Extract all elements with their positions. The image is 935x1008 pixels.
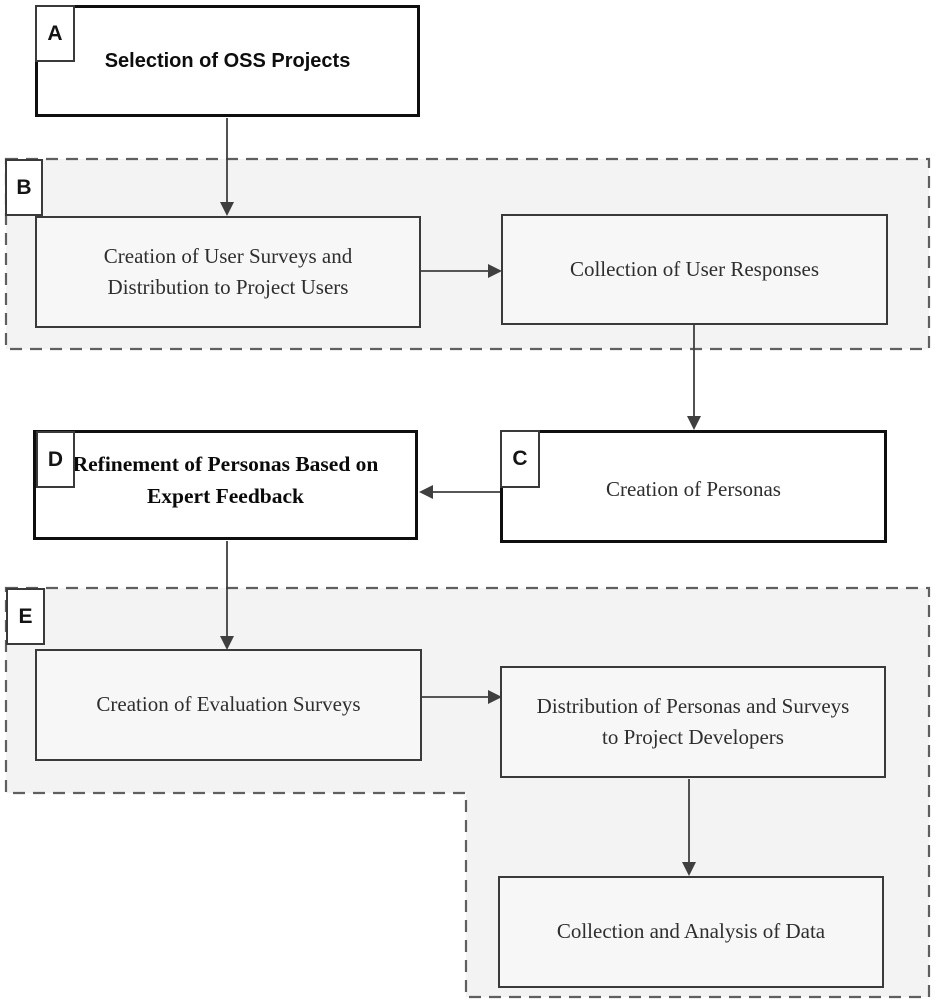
- node-creation-of-evaluation-surveys: Creation of Evaluation Surveys: [35, 649, 422, 761]
- node-text: Collection and Analysis of Data: [556, 919, 826, 944]
- node-collection-and-analysis-of-data: Collection and Analysis of Data: [498, 876, 884, 988]
- node-text: Creation of Evaluation Surveys: [96, 692, 361, 717]
- arrow-d-to-e1: [220, 541, 234, 650]
- node-distribution-of-personas-and-surveys: Distribution of Personas and Surveys to …: [500, 666, 886, 778]
- node-text: Refinement of Personas Based on Expert F…: [72, 451, 379, 508]
- arrow-a-to-b1: [220, 118, 234, 216]
- node-text: Distribution of Personas and Surveys to …: [536, 693, 850, 750]
- stage-letter: C: [512, 447, 528, 470]
- stage-label-c: C: [500, 430, 540, 488]
- node-creation-of-personas: Creation of Personas: [500, 430, 887, 543]
- arrow-b2-to-c: [687, 324, 701, 430]
- stage-letter: D: [47, 447, 64, 471]
- node-refinement-of-personas: Refinement of Personas Based on Expert F…: [33, 430, 418, 540]
- arrow-e2-to-e3: [682, 779, 696, 876]
- node-text: Creation of Personas: [606, 476, 781, 501]
- node-collection-of-user-responses: Collection of User Responses: [501, 214, 888, 325]
- node-selection-of-oss-projects: Selection of OSS Projects: [35, 5, 420, 117]
- stage-label-a: A: [35, 5, 75, 62]
- stage-letter: E: [18, 604, 33, 628]
- node-creation-of-user-surveys: Creation of User Surveys and Distributio…: [35, 216, 421, 328]
- node-text: Creation of User Surveys and Distributio…: [103, 243, 353, 300]
- stage-label-b: B: [5, 159, 43, 216]
- node-text: Selection of OSS Projects: [104, 49, 351, 72]
- arrow-c-to-d: [419, 485, 500, 499]
- stage-letter: A: [47, 21, 63, 45]
- stage-letter: B: [16, 175, 32, 199]
- node-text: Collection of User Responses: [569, 256, 820, 281]
- stage-label-e: E: [6, 588, 45, 645]
- arrow-b1-to-b2: [421, 264, 502, 278]
- stage-label-d: D: [36, 431, 75, 488]
- arrow-e1-to-e2: [422, 690, 502, 704]
